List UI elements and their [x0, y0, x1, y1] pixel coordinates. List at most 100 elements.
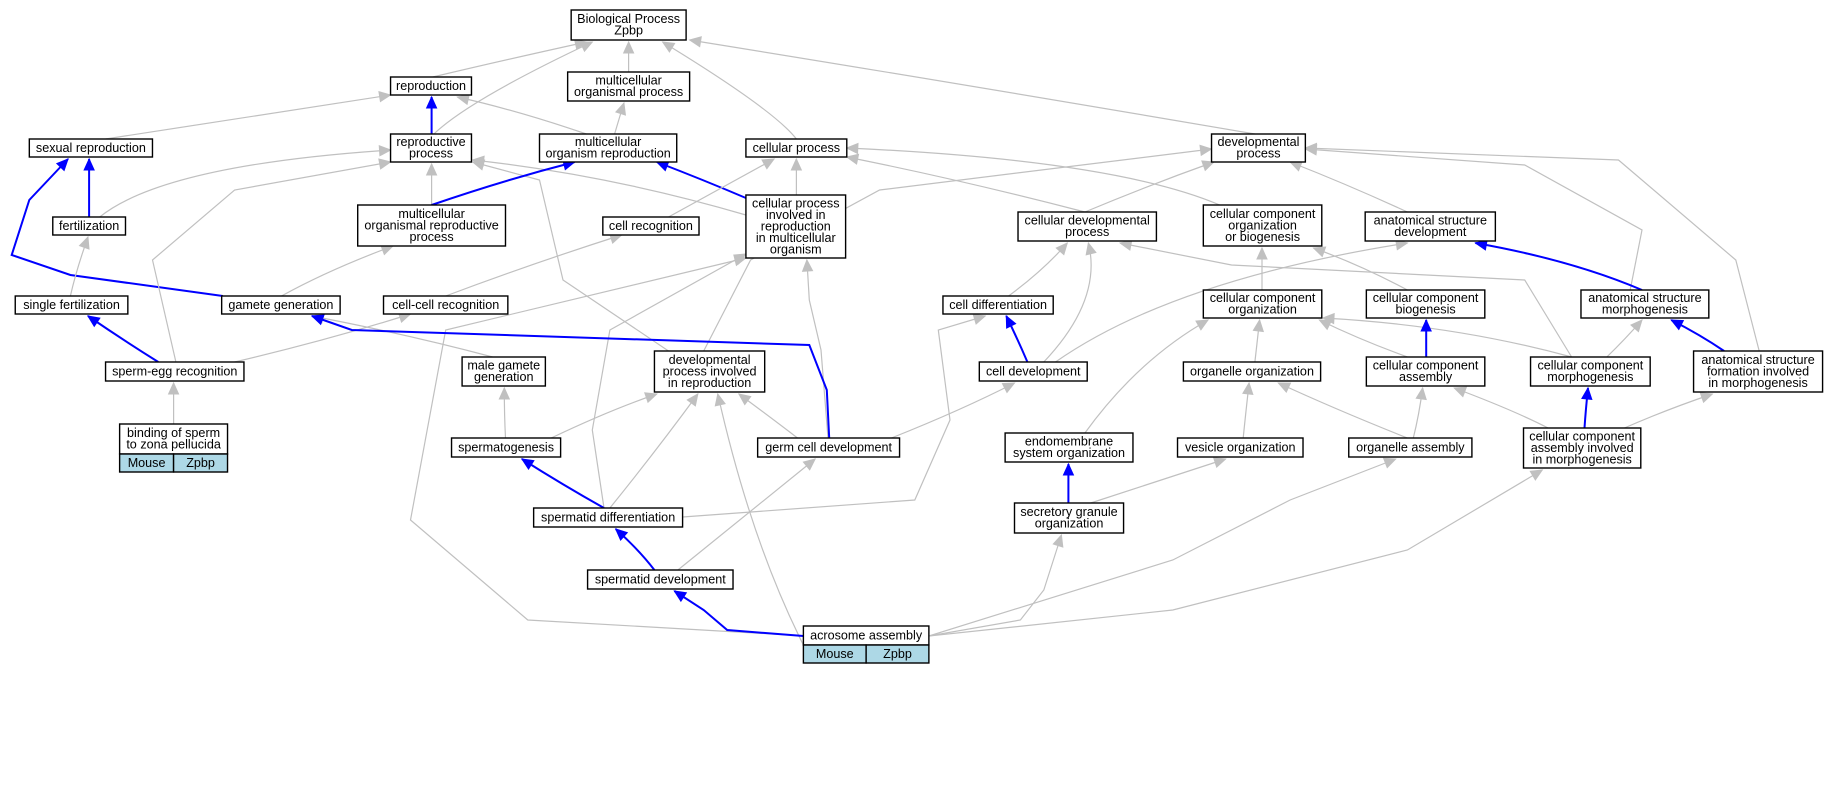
node-label-line: cellular component [1373, 291, 1479, 305]
node-box [1017, 211, 1158, 242]
node-label-line: to zona pellucida [126, 438, 221, 452]
node-label-line: cellular component [1210, 207, 1316, 221]
node-box [653, 350, 766, 393]
node-label-line: germ cell development [765, 440, 892, 454]
go-term-node-fert[interactable]: fertilization [52, 216, 127, 236]
arrowhead-mop-to-bp [622, 40, 635, 54]
arrowhead-singfert-to-fert [78, 235, 90, 250]
node-box [389, 76, 473, 96]
arrowhead-acro-to-sdev [673, 590, 688, 603]
go-term-node-vesorg[interactable]: vesicle organization [1176, 437, 1304, 458]
edge-asd-to-devproc [1289, 161, 1408, 213]
edge-asm-to-devproc [1305, 148, 1643, 291]
go-term-node-sper[interactable]: sperm-egg recognition [104, 361, 245, 382]
arrowhead-ccm-to-asm [1630, 319, 1643, 333]
edge-ccaim-to-asfm [1624, 393, 1713, 429]
go-term-node-sexrep[interactable]: sexual reproduction [28, 138, 154, 158]
node-label-line: developmental [1217, 135, 1299, 149]
node-label-line: organismal reproductive [364, 218, 498, 232]
node-box [532, 507, 684, 528]
node-label-line: spermatogenesis [458, 440, 554, 454]
node-label-line: biogenesis [1395, 303, 1455, 317]
edge-ccrec-to-cellrec [445, 234, 622, 297]
go-term-node-orgorg[interactable]: organelle organization [1182, 361, 1322, 382]
go-term-node-cellproc[interactable]: cellular process [745, 138, 848, 158]
edge-asm-to-asd [1475, 242, 1643, 291]
node-label-line: cellular component [1373, 359, 1479, 373]
arrowhead-cca-to-cco [1318, 319, 1333, 331]
node-label-line: assembly involved [1531, 441, 1634, 455]
go-term-node-reproduction[interactable]: reproduction [389, 76, 473, 96]
node-label-line: multicellular [595, 74, 662, 88]
arrowhead-sgo-to-endo [1062, 462, 1075, 476]
node-box [1210, 133, 1307, 163]
edge-asfm-to-devproc [1305, 147, 1760, 352]
node-box [104, 361, 245, 382]
go-term-node-ccrec[interactable]: cell-cell recognition [382, 295, 509, 315]
tag-cell [172, 453, 229, 473]
go-term-node-orgasm[interactable]: organelle assembly [1348, 437, 1473, 458]
go-term-node-cellrec[interactable]: cell recognition [602, 216, 700, 236]
arrowhead-repproc-to-bp [579, 41, 594, 53]
edge-acro-to-cpirmo [409, 257, 807, 637]
node-box [1004, 432, 1134, 463]
edge-dpir-to-repproc [472, 161, 669, 352]
edge-gcd-to-gamgen [311, 315, 831, 439]
go-term-node-singfert[interactable]: single fertilization [14, 295, 129, 315]
edge-sper-to-repproc [151, 161, 391, 363]
node-label-line: binding of sperm [127, 426, 220, 440]
go-term-node-celldiff[interactable]: cell differentiation [942, 295, 1054, 315]
node-box [538, 133, 678, 163]
edge-cpirmo-to-repproc [472, 159, 747, 216]
tag-cell [865, 644, 930, 664]
go-term-node-celldev[interactable]: cell development [978, 361, 1088, 382]
go-term-node-spermgen[interactable]: spermatogenesis [450, 437, 562, 458]
arrowhead-ccaim-to-ccm [1581, 386, 1593, 401]
go-term-node-gcd[interactable]: germ cell development [756, 437, 901, 458]
go-term-node-sdiff[interactable]: spermatid differentiation [532, 507, 684, 528]
node-label-line: multicellular [398, 207, 465, 221]
node-box [586, 569, 734, 590]
node-label-line: vesicle organization [1185, 440, 1296, 454]
arrowhead-orgorg-to-cco [1252, 318, 1265, 333]
edge-cellrec-to-cellproc [668, 158, 775, 218]
node-box [450, 437, 562, 458]
node-box [1580, 289, 1710, 319]
go-term-node-gamgen[interactable]: gamete generation [220, 295, 341, 315]
node-label-line: cell development [986, 364, 1081, 378]
node-label-line: involved in [766, 208, 826, 222]
edge-endo-to-cco [1084, 319, 1209, 434]
node-label-line: endomembrane [1025, 435, 1113, 449]
node-label-line: in multicellular [756, 231, 836, 245]
node-label-line: process [1236, 147, 1280, 161]
arrowhead-sdev-to-sdiff [614, 528, 629, 541]
arrowhead-acro-to-dpir [714, 392, 726, 407]
arrowhead-acro-to-cpirmo [733, 255, 748, 267]
go-term-node-sdev[interactable]: spermatid development [586, 569, 734, 590]
edges-layer [10, 36, 1760, 646]
arrowhead-celldevproc-to-devproc [1201, 160, 1216, 172]
